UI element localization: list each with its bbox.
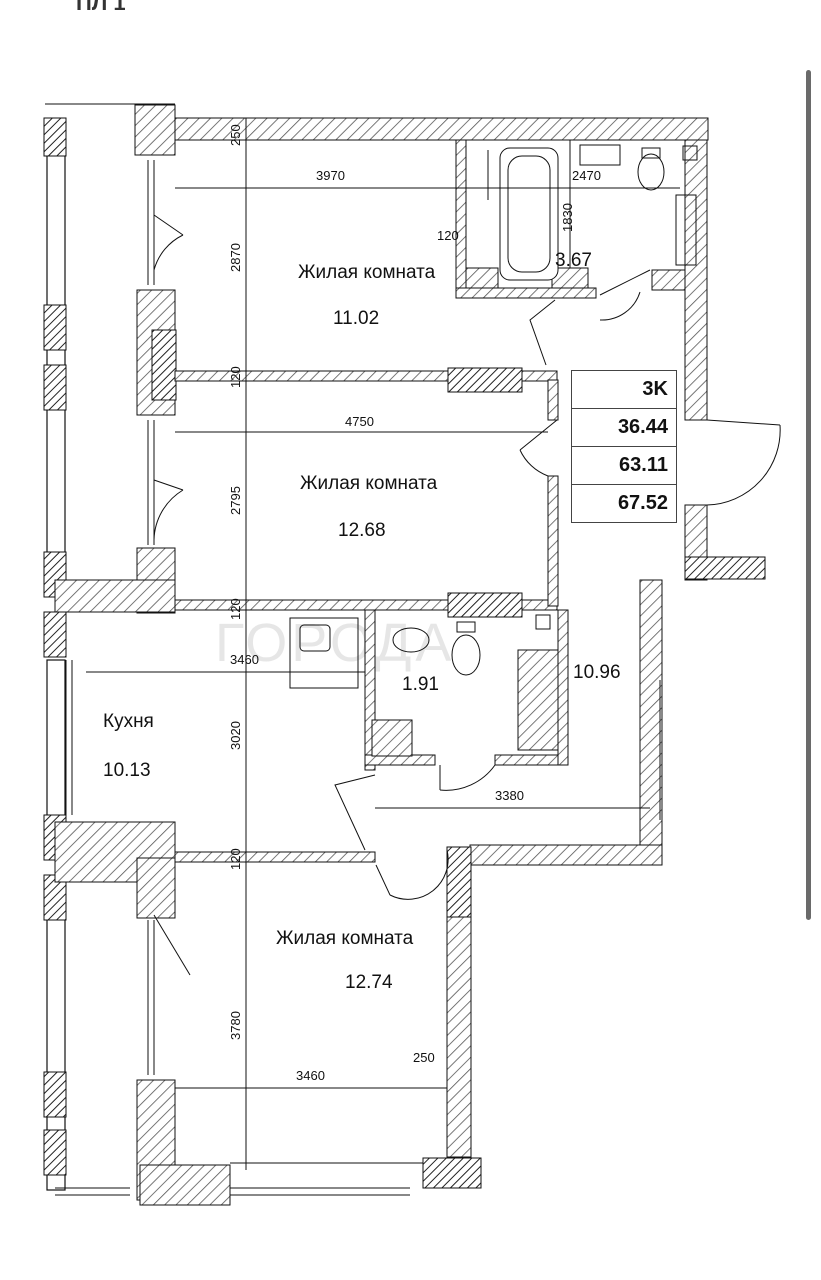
dim-2870: 2870 <box>228 243 243 272</box>
dim-3380: 3380 <box>495 788 524 803</box>
dim-3020: 3020 <box>228 721 243 750</box>
dim-1830: 1830 <box>560 203 575 232</box>
room-3-area: 12.74 <box>345 972 393 993</box>
apartment-type: 3K <box>572 371 676 409</box>
dim-3460-a: 3460 <box>230 652 259 667</box>
watermark-text: ГОРОДА <box>215 613 456 673</box>
vertical-scrollbar[interactable] <box>806 70 811 920</box>
fixtures <box>289 144 698 689</box>
dim-2470: 2470 <box>572 168 601 183</box>
dim-4750: 4750 <box>345 414 374 429</box>
area-with-balcony: 67.52 <box>617 492 668 514</box>
page-header-cut-text: ПЛ 1 <box>76 0 126 15</box>
room-2-label: Жилая комната <box>300 473 438 494</box>
total-area: 63.11 <box>572 447 676 485</box>
apartment-summary-box: 3K 36.44 63.11 67.52 <box>571 370 677 523</box>
dim-3460-b: 3460 <box>296 1068 325 1083</box>
dim-250-a: 250 <box>413 1050 435 1065</box>
bathroom-area: 3.67 <box>555 250 592 271</box>
dim-2795: 2795 <box>228 486 243 515</box>
room-3-label: Жилая комната <box>276 928 414 949</box>
room-1-area: 11.02 <box>333 308 380 329</box>
dim-120-b: 120 <box>228 366 243 388</box>
toilet-area: 1.91 <box>402 674 439 695</box>
dim-250-b: 250 <box>228 124 243 146</box>
dimension-lines <box>86 118 680 1170</box>
doors <box>334 269 781 900</box>
living-area-total: 36.44 <box>572 409 676 447</box>
room-2-area: 12.68 <box>338 520 386 541</box>
dim-120-c: 120 <box>228 598 243 620</box>
kitchen-area: 10.13 <box>103 760 151 781</box>
dimension-labels: 3970 2470 120 1830 2870 120 4750 2795 12… <box>228 124 601 1083</box>
left-facade <box>43 104 191 1201</box>
dim-3970: 3970 <box>316 168 345 183</box>
dim-120-a: 120 <box>437 228 459 243</box>
dim-3780: 3780 <box>228 1011 243 1040</box>
dim-120-d: 120 <box>228 848 243 870</box>
hall-area: 10.96 <box>573 662 621 683</box>
interior-walls <box>139 139 766 1206</box>
kitchen-label: Кухня <box>103 711 154 732</box>
room-1-label: Жилая комната <box>298 262 436 283</box>
